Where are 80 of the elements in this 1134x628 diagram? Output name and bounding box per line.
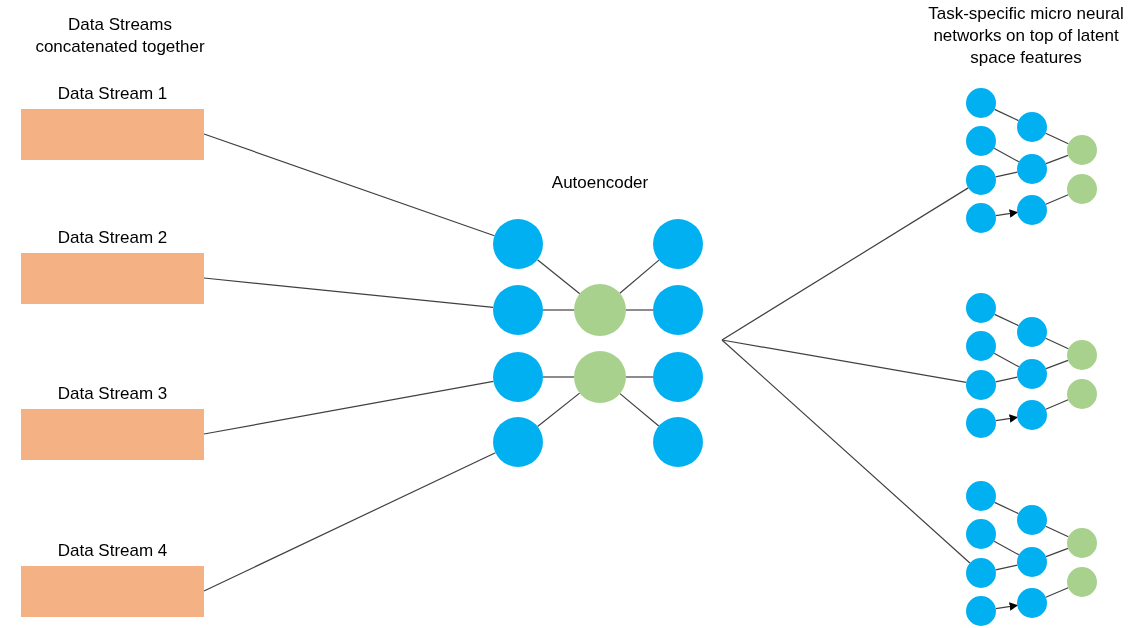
connector-line xyxy=(993,352,1020,368)
neuron-circle xyxy=(493,417,543,467)
connector-line xyxy=(542,376,575,378)
neuron-circle xyxy=(1067,379,1097,409)
neuron-circle xyxy=(653,285,703,335)
neuron-circle xyxy=(574,351,626,403)
stream-label: Data Stream 1 xyxy=(56,84,169,104)
connector-line xyxy=(1045,132,1069,145)
neuron-circle xyxy=(966,370,996,400)
connector-line xyxy=(619,259,660,294)
connector-line xyxy=(995,602,1018,611)
connector-line xyxy=(1045,525,1069,538)
connector-line xyxy=(721,339,971,564)
connector-line xyxy=(995,414,1018,423)
connector-line xyxy=(542,309,575,311)
neuron-circle xyxy=(1067,174,1097,204)
neuron-circle xyxy=(1067,340,1097,370)
connector-line xyxy=(1045,194,1069,205)
connector-line xyxy=(203,133,495,237)
connector-line xyxy=(537,392,581,428)
connector-line xyxy=(995,209,1018,218)
heading-text: Data Streams concatenated together xyxy=(34,14,206,58)
neuron-circle xyxy=(1017,588,1047,618)
neuron-circle xyxy=(1017,195,1047,225)
neuron-circle xyxy=(1017,112,1047,142)
neuron-circle xyxy=(493,285,543,335)
connector-line xyxy=(1045,359,1069,370)
connector-line xyxy=(995,376,1018,383)
connector-line xyxy=(995,171,1018,178)
neuron-circle xyxy=(966,203,996,233)
connector-line xyxy=(993,501,1020,515)
neuron-circle xyxy=(966,408,996,438)
neuron-circle xyxy=(966,519,996,549)
neuron-circle xyxy=(1067,567,1097,597)
connector-line xyxy=(721,339,967,384)
connector-line xyxy=(625,309,654,311)
connector-line xyxy=(993,540,1020,556)
neuron-circle xyxy=(966,596,996,626)
neuron-circle xyxy=(966,331,996,361)
neuron-circle xyxy=(493,352,543,402)
connector-line xyxy=(536,259,581,295)
connector-line xyxy=(1045,587,1069,598)
connector-line xyxy=(619,393,660,427)
connector-line xyxy=(993,313,1020,327)
neuron-circle xyxy=(966,481,996,511)
neuron-circle xyxy=(493,219,543,269)
neuron-circle xyxy=(1067,528,1097,558)
connector-line xyxy=(1045,337,1069,350)
neuron-circle xyxy=(1017,317,1047,347)
neuron-circle xyxy=(653,352,703,402)
neuron-circle xyxy=(1067,135,1097,165)
connector-line xyxy=(995,564,1018,571)
neuron-circle xyxy=(1017,505,1047,535)
connector-line xyxy=(203,452,496,592)
connector-line xyxy=(1045,547,1069,558)
connector-line xyxy=(993,147,1020,163)
neuron-circle xyxy=(574,284,626,336)
connector-line xyxy=(993,108,1020,122)
connector-line xyxy=(721,187,969,341)
neuron-circle xyxy=(1017,547,1047,577)
connector-line xyxy=(1045,399,1069,410)
neuron-circle xyxy=(966,88,996,118)
stream-label: Data Stream 4 xyxy=(56,541,169,561)
neuron-circle xyxy=(1017,154,1047,184)
neuron-circle xyxy=(966,293,996,323)
neuron-circle xyxy=(653,417,703,467)
neuron-circle xyxy=(966,165,996,195)
heading-text: Task-specific micro neural networks on top of latent space features xyxy=(927,3,1125,69)
connector-line xyxy=(203,380,494,435)
neuron-circle xyxy=(966,558,996,588)
neuron-circle xyxy=(1017,359,1047,389)
connector-line xyxy=(625,376,654,378)
neuron-circle xyxy=(966,126,996,156)
connector-line xyxy=(203,277,494,309)
connector-line xyxy=(1045,154,1069,165)
neuron-circle xyxy=(1017,400,1047,430)
neuron-circle xyxy=(653,219,703,269)
stream-label: Data Stream 2 xyxy=(56,228,169,248)
stream-label: Data Stream 3 xyxy=(56,384,169,404)
heading-text: Autoencoder xyxy=(550,172,650,194)
